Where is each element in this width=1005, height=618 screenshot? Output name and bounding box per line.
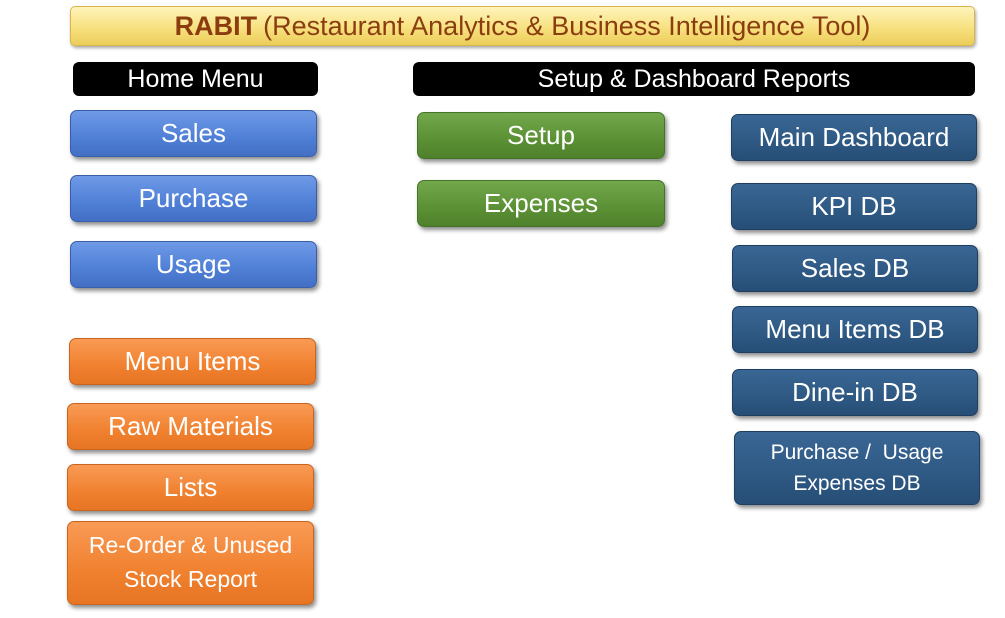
menu-items-db-button[interactable]: Menu Items DB bbox=[732, 306, 978, 353]
reorder-label-line1: Re-Order & Unused bbox=[88, 532, 293, 559]
purchase-usage-expenses-db-button[interactable]: Purchase / Usage Expenses DB bbox=[734, 431, 980, 505]
purchase-button[interactable]: Purchase bbox=[70, 175, 317, 222]
home-menu-header: Home Menu bbox=[73, 62, 318, 96]
raw-materials-button[interactable]: Raw Materials bbox=[67, 403, 314, 450]
purchase-usage-label-line2: Expenses DB bbox=[793, 471, 921, 495]
reorder-label-line2: Stock Report bbox=[124, 566, 257, 592]
app-title-abbr: RABIT bbox=[174, 10, 258, 41]
kpi-db-button[interactable]: KPI DB bbox=[731, 183, 977, 230]
reorder-unused-stock-report-button[interactable]: Re-Order & Unused Stock Report bbox=[67, 521, 314, 605]
setup-button[interactable]: Setup bbox=[417, 112, 665, 159]
purchase-usage-label-line1: Purchase / Usage bbox=[770, 441, 944, 465]
sales-button[interactable]: Sales bbox=[70, 110, 317, 157]
main-dashboard-button[interactable]: Main Dashboard bbox=[731, 114, 977, 161]
app-title-full: (Restaurant Analytics & Business Intelli… bbox=[263, 10, 871, 41]
setup-dashboard-header: Setup & Dashboard Reports bbox=[413, 62, 975, 96]
dine-in-db-button[interactable]: Dine-in DB bbox=[732, 369, 978, 416]
expenses-button[interactable]: Expenses bbox=[417, 180, 665, 227]
lists-button[interactable]: Lists bbox=[67, 464, 314, 511]
usage-button[interactable]: Usage bbox=[70, 241, 317, 288]
app-title-banner: RABIT (Restaurant Analytics & Business I… bbox=[70, 6, 975, 46]
menu-items-button[interactable]: Menu Items bbox=[69, 338, 316, 385]
sales-db-button[interactable]: Sales DB bbox=[732, 245, 978, 292]
